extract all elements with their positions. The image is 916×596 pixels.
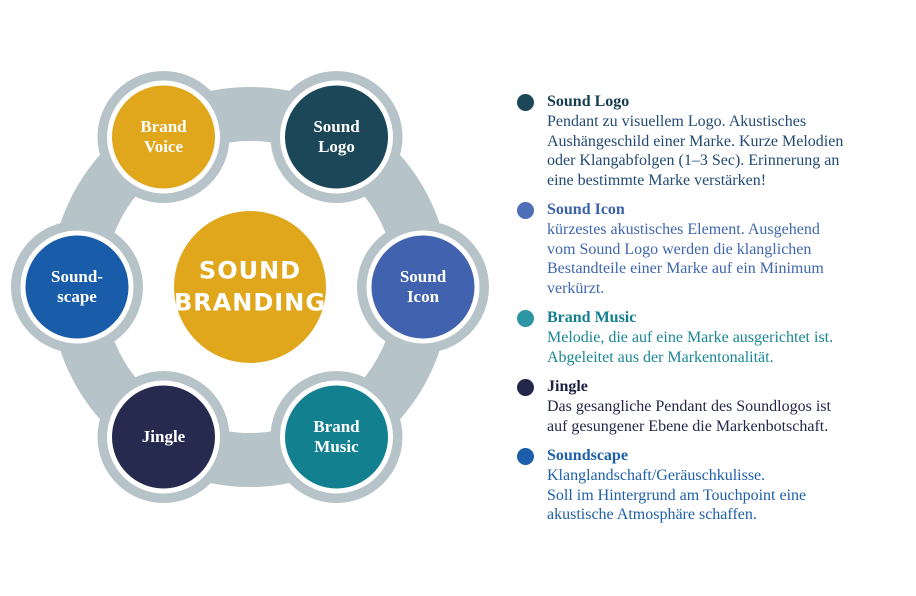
node-circle-soundscape <box>20 230 134 344</box>
node-circle-jingle <box>107 380 220 494</box>
node-label-sound-icon: Sound Icon <box>399 266 447 306</box>
legend-dot-sound-logo <box>517 94 534 111</box>
legend-title-soundscape: Soundscape <box>547 447 628 464</box>
node-label-brand-voice: Brand Voice <box>140 116 187 156</box>
legend-body-sound-logo: Pendant zu visuellem Logo. Akustisches A… <box>547 113 844 189</box>
node-circle-sound-icon <box>366 230 480 344</box>
diagram-graphic <box>11 71 489 503</box>
legend-item-jingle: Jingle Das gesangliche Pendant des Sound… <box>517 377 899 436</box>
sound-branding-diagram: Brand Voice Sound Logo Sound Icon Brand … <box>11 71 489 503</box>
center-label: SOUND BRANDING <box>173 256 327 317</box>
legend-title-jingle: Jingle <box>547 378 588 395</box>
legend-body-brand-music: Melodie, die auf eine Marke ausgerichtet… <box>547 329 834 366</box>
legend-dot-soundscape <box>517 448 534 465</box>
legend-dot-brand-music <box>517 310 534 327</box>
legend-dot-sound-icon <box>517 202 534 219</box>
legend: Sound Logo Pendant zu visuellem Logo. Ak… <box>517 92 899 535</box>
node-label-soundscape: Sound- scape <box>51 266 103 306</box>
legend-title-brand-music: Brand Music <box>547 309 637 326</box>
legend-item-brand-music: Brand Music Melodie, die auf eine Marke … <box>517 308 899 367</box>
legend-body-soundscape: Klanglandschaft/Geräuschkulisse. Soll im… <box>547 467 807 523</box>
node-circle-sound-logo <box>280 80 393 194</box>
node-circle-brand-music <box>280 380 393 494</box>
legend-dot-jingle <box>517 379 534 396</box>
legend-title-sound-logo: Sound Logo <box>547 93 630 110</box>
legend-title-sound-icon: Sound Icon <box>547 201 625 218</box>
legend-item-sound-logo: Sound Logo Pendant zu visuellem Logo. Ak… <box>517 92 899 190</box>
legend-body-jingle: Das gesangliche Pendant des Soundlogos i… <box>547 398 831 435</box>
legend-item-sound-icon: Sound Icon kürzestes akustisches Element… <box>517 200 899 298</box>
node-label-jingle: Jingle <box>141 426 186 446</box>
legend-body-sound-icon: kürzestes akustisches Element. Ausgehend… <box>547 221 824 297</box>
node-circle-brand-voice <box>107 80 220 194</box>
node-label-brand-music: Brand Music <box>313 416 360 456</box>
node-label-sound-logo: Sound Logo <box>313 116 360 156</box>
center-circle <box>174 211 326 363</box>
legend-item-soundscape: Soundscape Klanglandschaft/Geräuschkulis… <box>517 446 899 525</box>
